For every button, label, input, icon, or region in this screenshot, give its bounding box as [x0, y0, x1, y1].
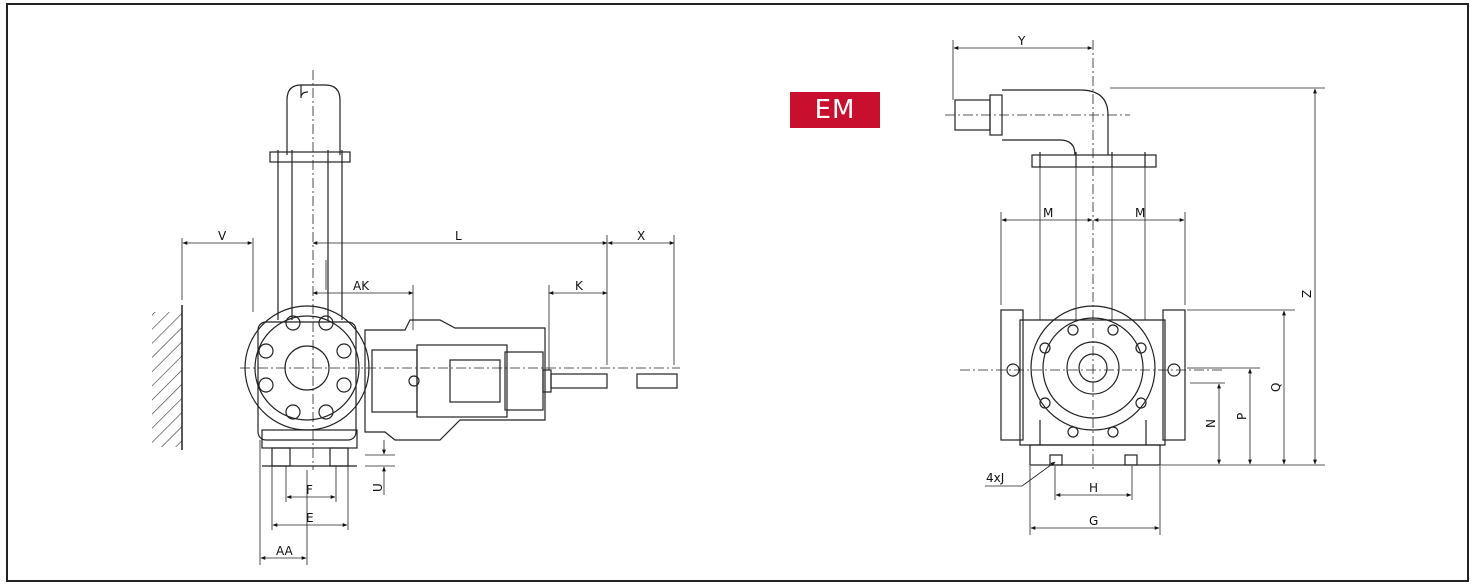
motor-housing: [364, 319, 678, 441]
dim-v: [181, 238, 254, 312]
label-n: N: [1204, 419, 1218, 428]
label-f: F: [306, 483, 313, 497]
label-p: P: [1235, 413, 1249, 420]
drawing-frame: [6, 3, 1469, 582]
leader-4xj: [985, 461, 1056, 487]
elbow-pipe: [945, 40, 1157, 470]
label-m-right: M: [1135, 206, 1145, 220]
dim-e: [271, 466, 349, 530]
label-q: Q: [1269, 383, 1283, 392]
dim-x: [607, 235, 675, 365]
dim-h: [1054, 466, 1133, 500]
label-aa: AA: [276, 544, 294, 558]
label-v: V: [218, 229, 227, 243]
label-u: U: [371, 483, 385, 492]
label-x: X: [637, 229, 645, 243]
dim-n: [1160, 382, 1325, 466]
label-e: E: [306, 511, 314, 525]
dim-ak: [312, 260, 414, 330]
discharge-pipe: [269, 70, 351, 470]
dim-k: [548, 285, 608, 370]
front-view-labels: Y M M Z Q P N 4xJ H G: [986, 34, 1314, 528]
label-k: K: [575, 279, 584, 293]
dim-u: [365, 440, 395, 495]
dim-p: [1187, 367, 1260, 465]
model-badge: EM: [790, 92, 880, 128]
dim-q: [1187, 309, 1295, 465]
dim-f: [285, 466, 337, 502]
label-g: G: [1089, 514, 1098, 528]
label-m-left: M: [1043, 206, 1053, 220]
bolt-lines: [1000, 167, 1186, 320]
label-y: Y: [1017, 34, 1026, 48]
label-z: Z: [1300, 290, 1314, 298]
dim-g: [1029, 466, 1161, 535]
side-view-labels: V L X AK K F E AA U: [218, 229, 645, 558]
pump-base: [261, 429, 358, 467]
label-4xj: 4xJ: [986, 471, 1004, 485]
dim-y: [952, 40, 1093, 100]
label-l: L: [455, 229, 462, 243]
dim-l: [312, 235, 608, 365]
front-view: [945, 40, 1325, 535]
side-view: [152, 70, 680, 565]
label-ak: AK: [353, 279, 370, 293]
pump-body: [960, 305, 1225, 466]
label-h: H: [1089, 481, 1098, 495]
wall-hatching: [152, 305, 183, 450]
dim-z: [1110, 87, 1325, 465]
dim-aa: [259, 440, 308, 565]
